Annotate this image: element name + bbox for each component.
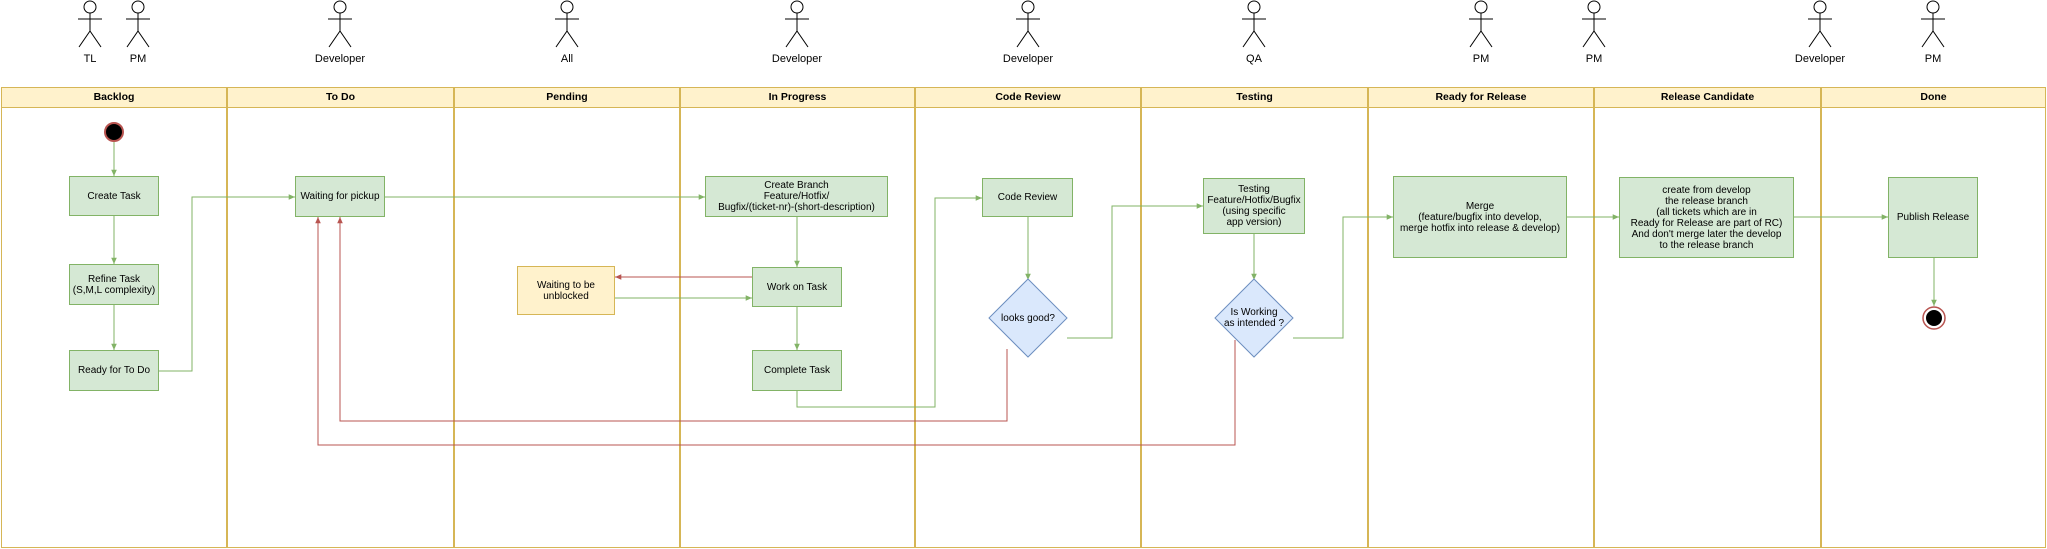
actor-pm: PM [1451,0,1511,70]
actor-label: QA [1246,53,1262,65]
lane-release-candidate: Release Candidate [1594,87,1821,548]
actor-label: Developer [1794,53,1846,65]
lane-pending: Pending [454,87,680,548]
lane-header: Release Candidate [1595,88,1820,108]
actor-label: Developer [314,53,366,65]
lane-header: Done [1822,88,2045,108]
is-working-label: Is Working as intended ? [1223,307,1285,329]
actor-qa: QA [1224,0,1284,70]
actor-label: PM [1472,53,1490,65]
actor-developer: Developer [1790,0,1850,70]
actor-developer: Developer [310,0,370,70]
lane-backlog: Backlog [1,87,227,548]
merge-node: Merge (feature/bugfix into develop, merg… [1393,176,1567,258]
waiting-to-be-unblocked-node: Waiting to be unblocked [517,266,615,315]
lane-header: Ready for Release [1369,88,1593,108]
actor-pm: PM [1903,0,1963,70]
actor-tl: TL [60,0,120,70]
looks-good-label: looks good? [1001,313,1055,324]
ready-for-todo-node: Ready for To Do [69,350,159,391]
actor-developer: Developer [998,0,1058,70]
actor-label: Developer [1002,53,1054,65]
actor-label: PM [129,53,147,65]
actor-pm: PM [1564,0,1624,70]
actor-label: TL [83,53,97,65]
lane-header: To Do [228,88,453,108]
complete-task-node: Complete Task [752,350,842,391]
lane-header: Code Review [916,88,1140,108]
lane-in-progress: In Progress [680,87,915,548]
actor-pm: PM [108,0,168,70]
lane-done: Done [1821,87,2046,548]
waiting-for-pickup-node: Waiting for pickup [295,176,385,217]
code-review-node: Code Review [982,178,1073,217]
create-task-node: Create Task [69,176,159,216]
testing-node: Testing Feature/Hotfix/Bugfix (using spe… [1203,178,1305,234]
create-release-branch-node: create from develop the release branch (… [1619,177,1794,258]
actor-label: All [560,53,574,65]
actor-all: All [537,0,597,70]
actor-label: PM [1924,53,1942,65]
actor-label: PM [1585,53,1603,65]
lane-header: Testing [1142,88,1367,108]
lane-ready-for-release: Ready for Release [1368,87,1594,548]
work-on-task-node: Work on Task [752,267,842,307]
lane-header: In Progress [681,88,914,108]
lane-header: Backlog [2,88,226,108]
actor-developer: Developer [767,0,827,70]
publish-release-node: Publish Release [1888,177,1978,258]
create-branch-node: Create Branch Feature/Hotfix/ Bugfix/(ti… [705,176,888,217]
lane-to-do: To Do [227,87,454,548]
refine-task-node: Refine Task (S,M,L complexity) [69,264,159,305]
actor-label: Developer [771,53,823,65]
lane-header: Pending [455,88,679,108]
